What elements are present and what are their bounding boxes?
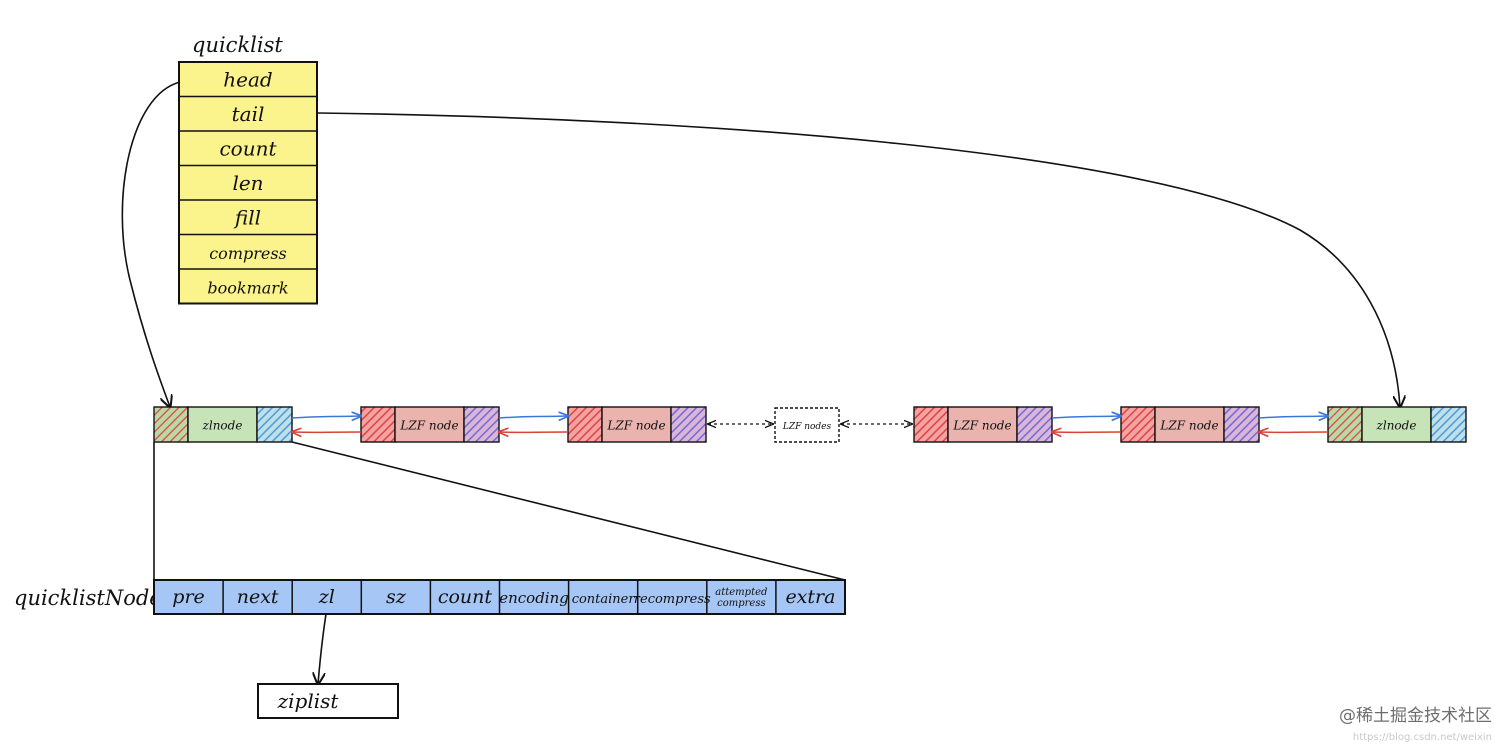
node-label: zlnode — [202, 419, 243, 433]
node-body-cell — [947, 406, 1018, 443]
next-link-arrow — [291, 416, 361, 418]
ellipsis-node-box — [774, 407, 840, 443]
watermark-url: https://blog.csdn.net/weixin — [1353, 732, 1492, 743]
quicklistnode-title: quicklistNode — [14, 586, 162, 610]
quicklist-field-count: count — [219, 136, 277, 160]
next-pointer-cell — [1430, 406, 1467, 443]
quicklist-title: quicklist — [192, 33, 283, 57]
quicklistnode-field-container: container — [572, 592, 636, 607]
node-body-cell — [601, 406, 672, 443]
list-node-5: LZF node — [1120, 406, 1260, 443]
prev-pointer-cell — [360, 406, 396, 443]
head-pointer-arrow — [121, 81, 181, 407]
node-label: zlnode — [1376, 419, 1417, 433]
quicklistnode-field-pre: pre — [172, 586, 205, 608]
watermark-text: @稀土掘金技术社区 — [1339, 706, 1492, 726]
ziplist-label: ziplist — [277, 689, 340, 713]
quicklistnode-field-recompress: recompress — [634, 592, 711, 607]
ellipsis-node-label: LZF nodes — [782, 422, 832, 432]
quicklist-field-len: len — [232, 171, 263, 195]
node-body-cell — [1154, 406, 1225, 443]
zl-pointer-arrow — [318, 613, 327, 684]
quicklist-body — [178, 61, 318, 305]
list-node-3: LZF nodes — [774, 407, 840, 443]
prev-pointer-cell — [153, 406, 189, 443]
next-link-arrow — [1258, 416, 1328, 418]
node-label: LZF node — [399, 419, 458, 433]
quicklistnode-field-zl: zl — [318, 586, 335, 608]
next-link-arrow — [1051, 416, 1121, 418]
node-label: LZF node — [606, 419, 665, 433]
tail-pointer-arrow — [317, 112, 1400, 407]
quicklistnode-field-count: count — [438, 586, 493, 608]
quicklistnode-field-part: compress — [717, 598, 765, 609]
quicklist-struct: quicklist head tail count len fill compress bo… — [178, 33, 318, 305]
node-body-cell — [1361, 406, 1432, 443]
node-label: LZF node — [952, 419, 1011, 433]
list-node-2: LZF node — [567, 406, 707, 443]
prev-pointer-cell — [913, 406, 949, 443]
quicklistnode-field-extra: extra — [785, 586, 835, 608]
ziplist-box: ziplist — [257, 683, 399, 719]
list-node-0: zlnode — [153, 406, 293, 443]
prev-pointer-cell — [1327, 406, 1363, 443]
quicklist-fields: head tail count len fill compress bookmark — [178, 61, 318, 305]
next-link-arrow — [498, 416, 568, 418]
quicklist-field-tail: tail — [232, 102, 265, 126]
node-label: LZF node — [1159, 419, 1218, 433]
quicklistnode-field-next: next — [237, 586, 279, 608]
next-pointer-cell — [463, 406, 500, 443]
quicklistnode-field-sz: sz — [386, 586, 407, 608]
list-node-6: zlnode — [1327, 406, 1467, 443]
quicklist-field-compress: compress — [209, 244, 287, 263]
quicklistnode-field-part: attempted — [715, 587, 767, 598]
quicklist-field-bookmark: bookmark — [207, 278, 288, 297]
prev-pointer-cell — [567, 406, 603, 443]
node-chain: zlnode LZF node LZF node LZF nodes LZF node L… — [153, 406, 1467, 443]
list-node-4: LZF node — [913, 406, 1053, 443]
quicklist-field-head: head — [223, 67, 272, 91]
next-pointer-cell — [1016, 406, 1053, 443]
prev-pointer-cell — [1120, 406, 1156, 443]
expand-line-right — [291, 441, 846, 581]
next-pointer-cell — [256, 406, 293, 443]
next-pointer-cell — [670, 406, 707, 443]
quicklist-field-fill: fill — [233, 205, 261, 229]
next-pointer-cell — [1223, 406, 1260, 443]
list-node-1: LZF node — [360, 406, 500, 443]
quicklistnode-field-encoding: encoding — [499, 589, 569, 607]
